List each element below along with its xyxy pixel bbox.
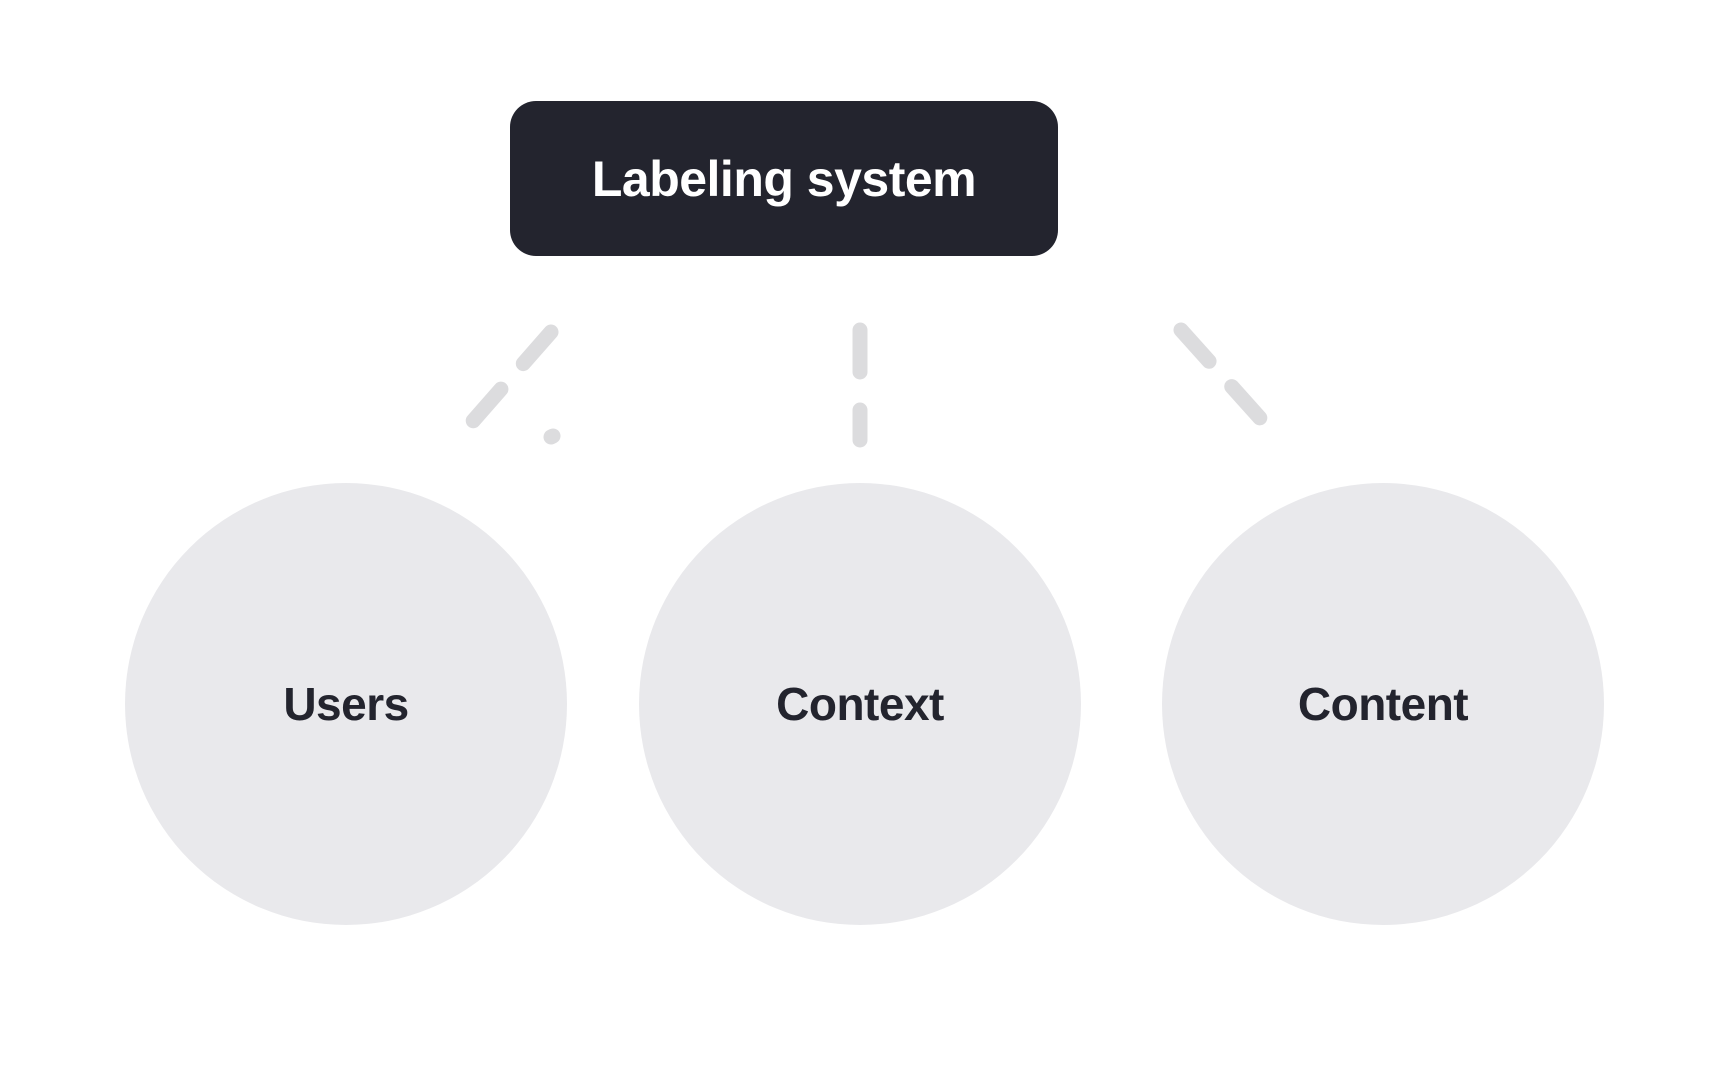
leaf-node-label-content: Content xyxy=(1297,678,1469,730)
connector-line-root-to-content xyxy=(1173,322,1285,445)
connector-line-root-to-users xyxy=(451,324,559,445)
root-node-labeling-system[interactable]: Labeling system xyxy=(510,101,1058,256)
leaf-node-context[interactable]: Context xyxy=(639,483,1081,925)
leaf-node-users[interactable]: Users xyxy=(125,483,567,925)
leaf-node-content[interactable]: Content xyxy=(1162,483,1604,925)
connector-root-to-users xyxy=(543,428,561,445)
leaf-node-label-context: Context xyxy=(776,678,944,730)
root-node-label: Labeling system xyxy=(591,150,977,207)
leaf-node-label-users: Users xyxy=(283,678,409,730)
